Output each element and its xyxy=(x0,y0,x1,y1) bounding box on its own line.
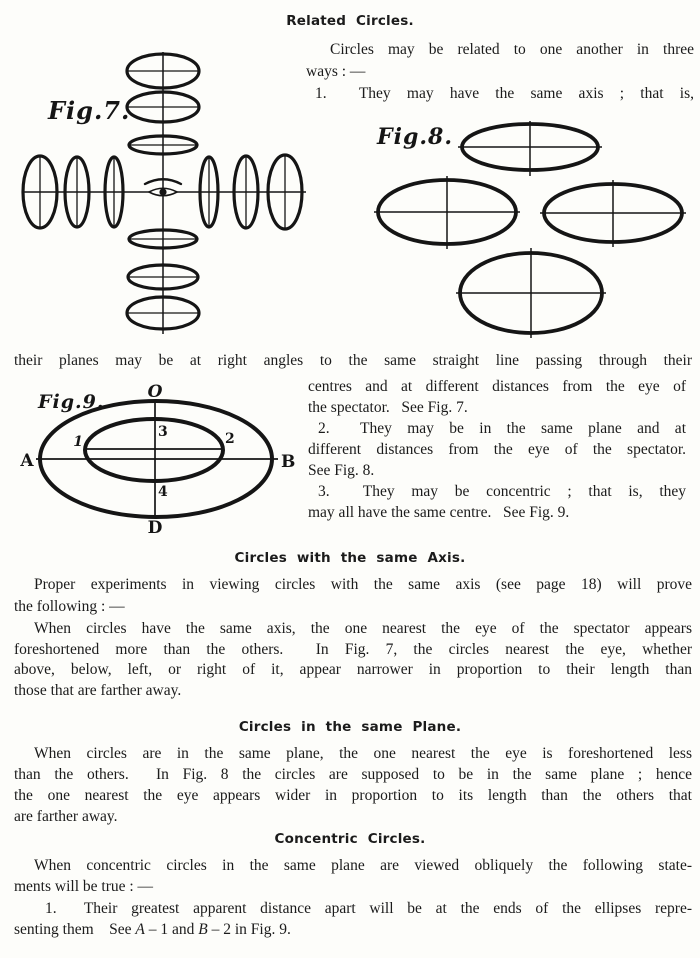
text-line: above, below, left, or right of it, appe… xyxy=(14,661,692,678)
text-line: When concentric circles in the same plan… xyxy=(34,857,692,874)
text-line: are farther away. xyxy=(14,808,118,825)
column-beside-fig9: centres and at different distances from … xyxy=(308,376,686,523)
point-label-B: B xyxy=(281,452,295,472)
figure-8 xyxy=(374,121,686,338)
fig7-diameter-lines xyxy=(39,70,286,314)
intro-paragraph: Circles may be related to one another in… xyxy=(306,39,694,105)
concentric-paragraph-2: 1. Their greatest apparent distance apar… xyxy=(14,898,692,940)
point-label-2: 2 xyxy=(225,431,235,447)
fig8-label: Fig.8. xyxy=(377,124,453,150)
point-label-D: D xyxy=(148,518,163,538)
outer-ellipse xyxy=(38,399,274,519)
heading-same-plane: Circles in the same Plane. xyxy=(238,719,462,735)
point-label-1: 1 xyxy=(73,434,83,450)
point-label-4: 4 xyxy=(158,484,168,500)
eye-brow xyxy=(143,178,183,186)
text-fragment: senting them See xyxy=(14,921,136,938)
text-line: the one nearest the eye appears wider in… xyxy=(14,787,692,804)
text-line: the spectator. See Fig. 7. xyxy=(308,399,468,416)
point-ref-B: B xyxy=(198,921,208,938)
point-label-A: A xyxy=(19,451,34,471)
point-ref-A: A xyxy=(135,921,145,938)
axis-paragraph-2: When circles have the same axis, the one… xyxy=(14,619,692,701)
ellipse xyxy=(542,182,684,244)
text-line: ments will be true : — xyxy=(14,878,154,895)
text-line: than the others. In Fig. 8 the circles a… xyxy=(14,766,692,783)
text-line: 1. They may have the same axis ; that is… xyxy=(315,85,694,102)
text-line: When circles have the same axis, the one… xyxy=(34,620,692,637)
text-fragment: – 1 and xyxy=(144,921,199,938)
heading-same-axis: Circles with the same Axis. xyxy=(234,550,466,566)
text-line: centres and at different distances from … xyxy=(308,378,686,395)
text-line: Proper experiments in viewing circles wi… xyxy=(34,576,692,593)
text-fragment: – 2 in Fig. 9. xyxy=(207,921,291,938)
plane-paragraph: When circles are in the same plane, the … xyxy=(14,743,692,827)
text-line: different distances from the eye of the … xyxy=(308,441,686,458)
bridge-line: their planes may be at right angles to t… xyxy=(14,352,692,369)
eye-icon xyxy=(143,178,183,197)
fig9-label: Fig.9. xyxy=(38,391,105,413)
text-line: may all have the same centre. See Fig. 9… xyxy=(308,504,570,521)
ellipse xyxy=(458,251,604,335)
fig8-ellipses xyxy=(376,122,684,335)
ellipse xyxy=(376,178,518,246)
text-line: 3. They may be concentric ; that is, the… xyxy=(318,483,686,500)
fig8-cross-lines xyxy=(374,121,686,338)
text-line: the following : — xyxy=(14,597,125,615)
heading-related-circles: Related Circles. xyxy=(286,13,414,29)
fig9-ellipses xyxy=(38,399,274,519)
text-line: 2. They may be in the same plane and at xyxy=(318,420,686,437)
concentric-paragraph-1: When concentric circles in the same plan… xyxy=(14,855,692,897)
figure-7 xyxy=(21,52,306,334)
text-line: foreshortened more than the others. In F… xyxy=(14,640,692,658)
point-label-3: 3 xyxy=(158,424,168,440)
eye-pupil xyxy=(159,188,167,196)
point-label-O: O xyxy=(148,382,163,402)
inner-ellipse xyxy=(83,417,225,483)
text-line: senting them See A – 1 and B – 2 in Fig.… xyxy=(14,919,692,940)
fig9-point-labels: O D A B 1 2 3 4 xyxy=(19,382,295,538)
text-line: those that are farther away. xyxy=(14,681,182,699)
text-line: 1. Their greatest apparent distance apar… xyxy=(45,900,692,917)
text-line: See Fig. 8. xyxy=(308,462,375,479)
ellipse xyxy=(460,122,600,172)
figure-9: O D A B 1 2 3 4 xyxy=(19,382,295,538)
text-line: When circles are in the same plane, the … xyxy=(34,745,692,762)
axis-paragraph-1: Proper experiments in viewing circles wi… xyxy=(14,574,692,617)
heading-concentric: Concentric Circles. xyxy=(274,831,426,847)
fig7-label: Fig.7. xyxy=(48,96,131,125)
text-line: ways : — xyxy=(306,63,366,80)
text-line: Circles may be related to one another in… xyxy=(330,41,694,58)
